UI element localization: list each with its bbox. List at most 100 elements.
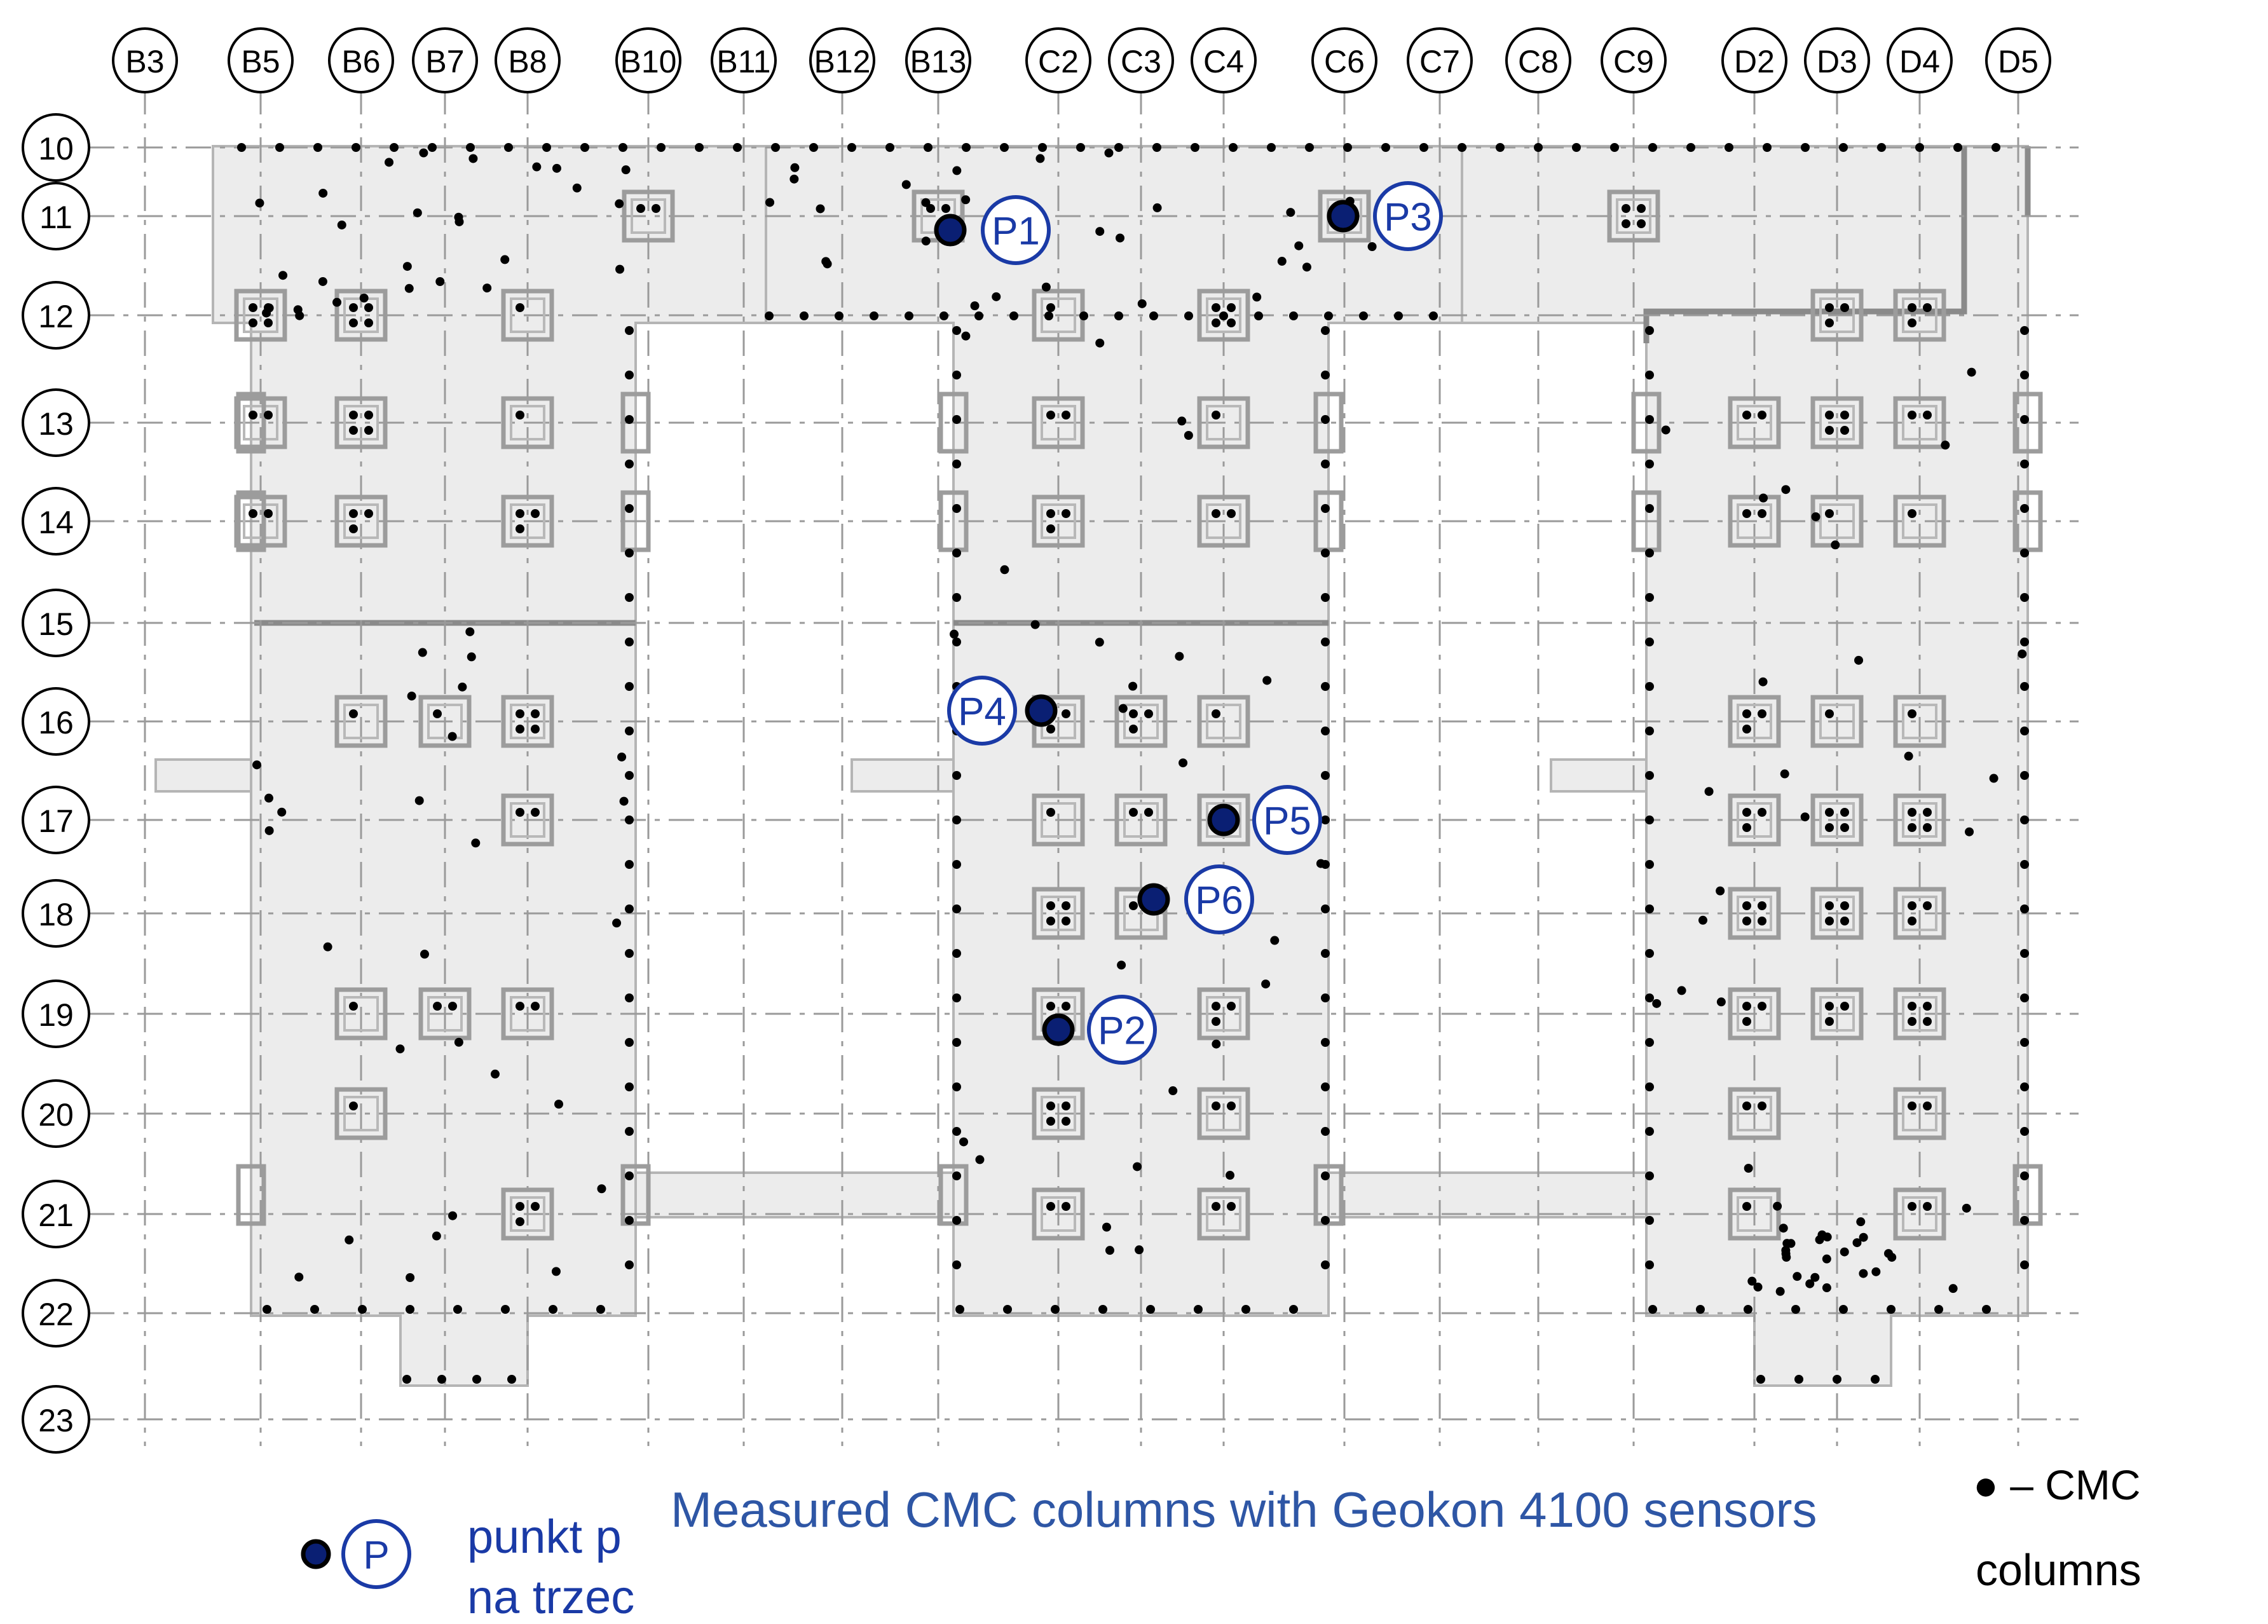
cmc-column-dot <box>1046 917 1055 925</box>
pile-cap-inner <box>427 996 463 1032</box>
cmc-column-dot <box>454 217 464 226</box>
column-axis-bubble: D5 <box>1985 27 2051 93</box>
cmc-column-dot <box>1212 303 1220 312</box>
pile-cap <box>1728 793 1781 847</box>
pile-cap <box>1728 1187 1781 1241</box>
cmc-column-dot <box>237 143 246 152</box>
cmc-column-dot <box>531 1002 540 1011</box>
cmc-column-dot <box>252 760 262 770</box>
cmc-column-dot <box>1289 1305 1298 1314</box>
cmc-column-dot <box>1645 1171 1654 1180</box>
cmc-column-dot <box>1661 425 1670 435</box>
cmc-column-dot <box>975 1155 985 1164</box>
pile-cap <box>1893 1187 1946 1241</box>
cmc-column-dot <box>1149 311 1158 320</box>
cmc-column-dot <box>1759 493 1768 503</box>
cmc-column-dot <box>385 158 394 167</box>
cmc-column-dot <box>1381 143 1390 152</box>
row-axis-label: 12 <box>38 299 74 334</box>
cmc-column-dot <box>1316 859 1325 868</box>
column-axis-bubble: B11 <box>711 27 777 93</box>
pile-cap-inner <box>1123 704 1159 739</box>
pile-cap-inner <box>1206 704 1241 739</box>
row-axis-label: 15 <box>38 606 74 642</box>
cmc-column-dot <box>1041 282 1051 292</box>
pile-cap <box>1893 695 1946 748</box>
cmc-column-dot <box>1116 233 1125 243</box>
row-axis-label: 20 <box>38 1097 74 1133</box>
cmc-column-dot <box>551 1267 561 1276</box>
cmc-column-dot <box>617 752 627 761</box>
cmc-column-dot <box>1114 143 1123 152</box>
edge-pile-cap <box>938 1164 969 1226</box>
pile-cap <box>1318 189 1371 243</box>
pile-cap-inner <box>1737 802 1772 838</box>
cmc-column-dot <box>1856 1217 1866 1227</box>
cmc-column-dot <box>433 709 442 718</box>
row-axis-bubble: 11 <box>22 182 90 250</box>
cmc-column-dot <box>531 1202 540 1211</box>
cmc-column-dot <box>1458 143 1466 152</box>
cmc-column-dot <box>1965 827 1974 836</box>
cmc-column-dot <box>293 305 303 315</box>
pile-cap <box>1114 887 1168 940</box>
cmc-column-dot <box>652 204 660 213</box>
cmc-column-dot <box>939 311 948 320</box>
pile-cap <box>1197 396 1250 449</box>
cmc-column-dot <box>1887 1305 1896 1314</box>
pile-cap-inner <box>510 503 545 539</box>
grid-axis-columns <box>144 89 2019 1446</box>
cmc-column-dot <box>926 204 935 213</box>
cmc-column-dot <box>1321 371 1330 379</box>
pile-cap-inner <box>343 1096 379 1131</box>
cmc-column-dot <box>1825 709 1834 718</box>
cmc-column-dot <box>406 1305 414 1314</box>
cmc-column-dot <box>1046 303 1055 312</box>
cmc-column-dot <box>1967 367 1976 377</box>
column-axis-bubble: B6 <box>328 27 394 93</box>
cmc-column-dot <box>1742 901 1751 910</box>
column-axis-bubble: C8 <box>1505 27 1571 93</box>
pile-cap-inner <box>1041 802 1076 838</box>
cmc-column-dot <box>1144 709 1153 718</box>
column-axis-label: C2 <box>1038 44 1079 79</box>
cmc-column-dot <box>1152 203 1162 212</box>
row-axis-label: 13 <box>38 406 74 442</box>
cmc-column-dot <box>345 1235 354 1245</box>
cmc-column-dot <box>1742 1102 1751 1110</box>
cmc-column-dot <box>294 1273 304 1282</box>
cmc-column-dot <box>516 1217 524 1226</box>
cmc-column-dot <box>636 204 645 213</box>
cmc-column-dot <box>921 236 931 246</box>
cmc-column-dot <box>1321 326 1330 335</box>
pile-cap-inner <box>631 198 666 234</box>
cmc-column-dot <box>952 1171 961 1180</box>
cmc-column-dot <box>516 509 524 518</box>
cmc-column-dot <box>1302 263 1311 272</box>
cmc-column-dot <box>1095 638 1104 647</box>
pile-cap <box>1607 189 1660 243</box>
row-axis-bubble: 15 <box>22 589 90 657</box>
pile-cap <box>1197 289 1250 342</box>
cmc-column-dot <box>1044 311 1053 320</box>
cmc-column-dot <box>1321 949 1330 958</box>
edge-pile-cap <box>938 392 969 454</box>
pile-cap-inner <box>1041 1196 1076 1232</box>
row-axis-label: 22 <box>38 1297 74 1332</box>
measured-point-marker <box>1025 694 1058 727</box>
cmc-column-dot <box>1645 1038 1654 1047</box>
pile-cap <box>1032 793 1085 847</box>
cmc-column-dot <box>1046 411 1055 420</box>
pile-cap <box>1114 695 1168 748</box>
cmc-column-dot <box>1645 1127 1654 1136</box>
cmc-column-dot <box>1840 303 1849 312</box>
cmc-column-dot <box>625 371 634 379</box>
pile-cap-inner <box>1902 704 1937 739</box>
cmc-column-dot <box>437 1375 446 1384</box>
column-axis-bubble: B13 <box>905 27 971 93</box>
cmc-column-dot <box>1135 1245 1144 1255</box>
cmc-column-dot <box>402 262 412 271</box>
pile-cap-inner <box>1737 704 1772 739</box>
cmc-column-dot <box>572 183 582 193</box>
slab-bridge-right <box>1327 1171 1648 1218</box>
